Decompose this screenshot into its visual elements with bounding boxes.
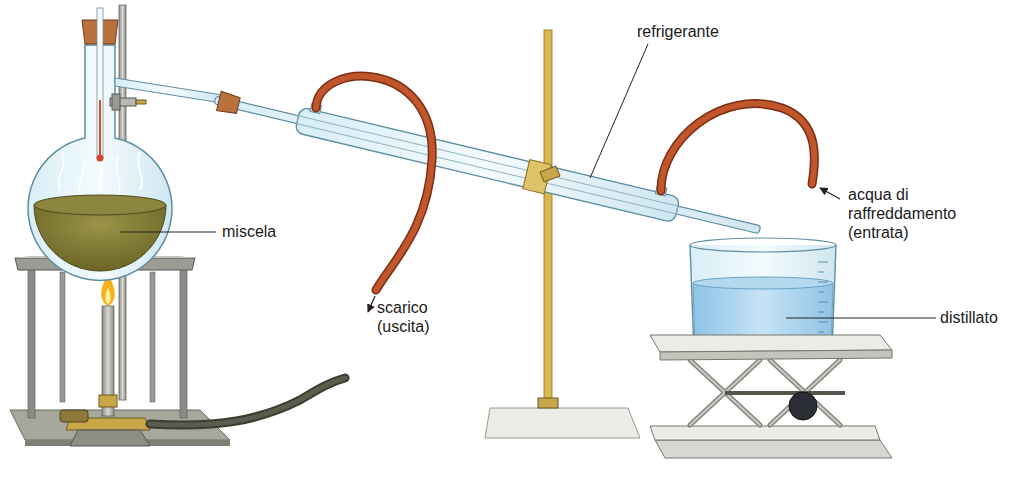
distillation-flask [28, 8, 222, 280]
part-label: scarico (uscita) [377, 298, 449, 336]
outflow-arrow [368, 296, 375, 312]
clamp [540, 166, 560, 182]
lab-jack [650, 335, 892, 458]
part-label: distillato [940, 308, 998, 327]
support-stand [485, 30, 640, 438]
scale-mark [818, 312, 824, 313]
scale-mark [818, 292, 824, 293]
condenser [212, 82, 765, 245]
bunsen-burner [60, 275, 345, 446]
scale-mark [818, 272, 824, 273]
scale-mark [818, 322, 828, 323]
part-label: refrigerante [637, 22, 719, 41]
part-label: acqua di raffreddamento (entrata) [848, 185, 990, 242]
leader-line [120, 44, 936, 318]
scale-mark [818, 302, 828, 303]
tripod [10, 256, 230, 446]
scale-mark [818, 282, 828, 283]
part-label: miscela [222, 222, 276, 241]
scale-mark [818, 262, 828, 263]
inflow-arrow [820, 188, 840, 199]
scale-mark [818, 332, 824, 333]
